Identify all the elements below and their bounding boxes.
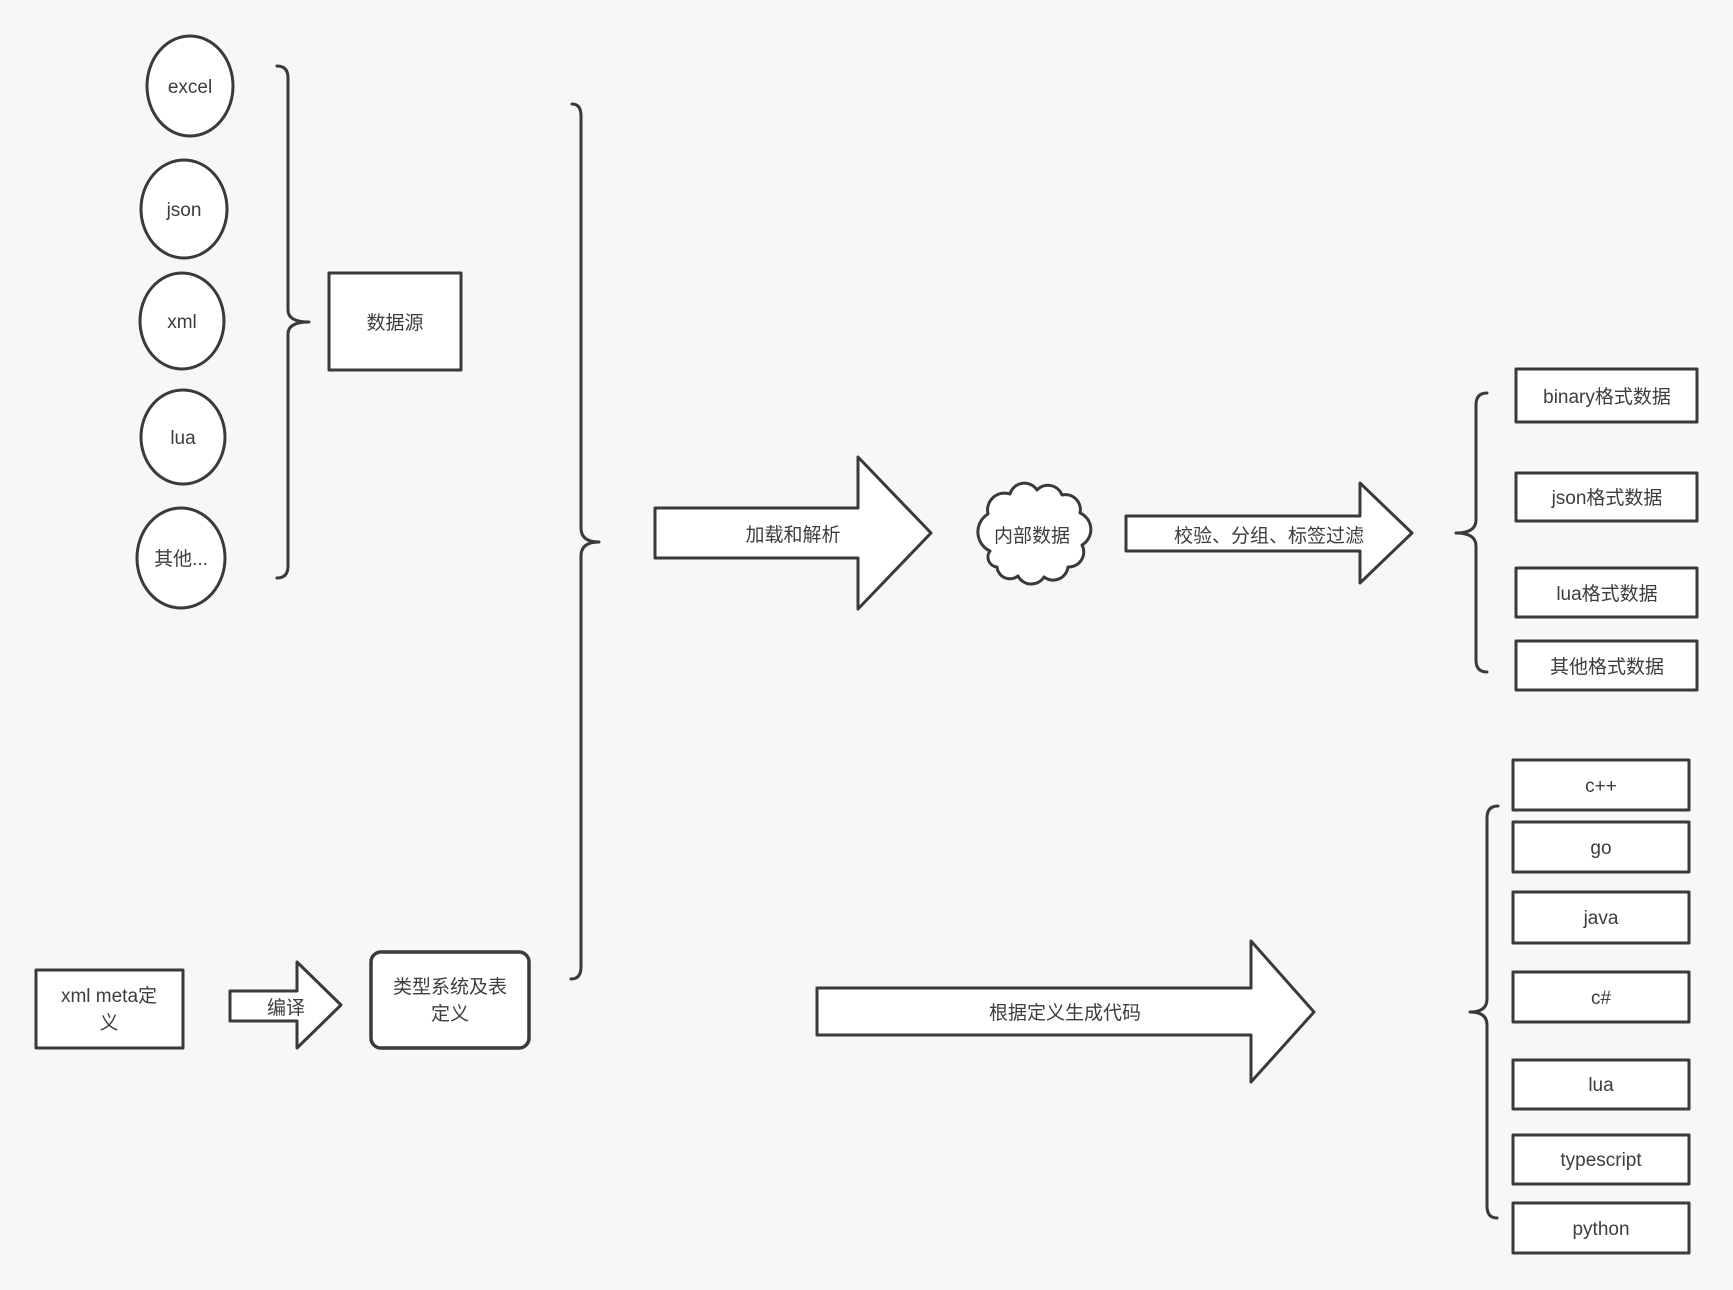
filter-arrow: 校验、分组、标签过滤 xyxy=(1124,481,1414,585)
lang-box-java: java xyxy=(1511,890,1691,945)
sources-brace xyxy=(275,64,311,580)
compile-arrow: 编译 xyxy=(228,960,343,1050)
output-box-other-shape xyxy=(1514,639,1699,692)
type-system-box-line2: 定义 xyxy=(431,1003,469,1025)
lang-box-python-shape xyxy=(1511,1201,1691,1255)
source-label-excel: excel xyxy=(168,77,212,98)
lang-box-python: python xyxy=(1511,1201,1691,1255)
lang-box-go: go xyxy=(1511,820,1691,874)
type-system-box-line1: 类型系统及表 xyxy=(393,976,507,998)
output-box-json-label: json格式数据 xyxy=(1551,487,1663,509)
load-parse-arrow-label: 加载和解析 xyxy=(745,524,840,546)
pipeline-brace xyxy=(569,102,601,981)
output-box-json: json格式数据 xyxy=(1514,471,1699,523)
lang-box-csharp-shape xyxy=(1511,970,1691,1024)
lang-box-typescript-shape xyxy=(1511,1133,1691,1186)
output-box-lua-label: lua格式数据 xyxy=(1556,583,1657,605)
filter-arrow-label: 校验、分组、标签过滤 xyxy=(1174,525,1364,547)
type-system-box: 类型系统及表 定义 xyxy=(369,950,531,1050)
load-parse-arrow-shape xyxy=(653,455,933,611)
output-box-json-shape xyxy=(1514,471,1699,523)
codegen-arrow-label: 根据定义生成代码 xyxy=(989,1002,1141,1024)
xml-meta-box-shape xyxy=(34,968,185,1050)
lang-box-csharp: c# xyxy=(1511,970,1691,1024)
lang-box-cpp: c++ xyxy=(1511,758,1691,812)
json-ellipse-shape xyxy=(139,158,229,260)
xml-ellipse-shape xyxy=(138,271,226,371)
output-boxes-group: binary格式数据 json格式数据 lua格式数据 其他格式数据 xyxy=(1514,367,1699,692)
lang-box-lua-shape xyxy=(1511,1058,1691,1111)
lang-box-java-label: java xyxy=(1583,908,1619,929)
compile-arrow-label: 编译 xyxy=(267,997,305,1019)
lang-box-cpp-shape xyxy=(1511,758,1691,812)
output-box-binary: binary格式数据 xyxy=(1514,367,1699,424)
internal-data-cloud: 内部数据 xyxy=(976,481,1093,586)
lang-box-java-shape xyxy=(1511,890,1691,945)
output-box-lua: lua格式数据 xyxy=(1514,566,1699,619)
source-label-xml: xml xyxy=(167,312,197,333)
output-box-binary-label: binary格式数据 xyxy=(1543,386,1671,408)
other-ellipse-shape xyxy=(135,506,227,610)
load-parse-arrow: 加载和解析 xyxy=(653,455,933,611)
internal-data-label: 内部数据 xyxy=(994,525,1070,547)
source-label-json: json xyxy=(166,200,202,221)
xml-meta-box-line1: xml meta定 xyxy=(61,985,157,1007)
lang-box-go-shape xyxy=(1511,820,1691,874)
languages-brace xyxy=(1468,804,1500,1220)
datasource-box-label: 数据源 xyxy=(366,312,423,334)
lang-box-cpp-label: c++ xyxy=(1585,776,1617,797)
language-boxes-group: c++ go java c# lua typescript python xyxy=(1511,758,1691,1255)
xml-meta-box: xml meta定 义 xyxy=(34,968,185,1050)
source-ellipse-excel: excel xyxy=(145,34,235,138)
lang-box-typescript: typescript xyxy=(1511,1133,1691,1186)
lang-box-go-label: go xyxy=(1590,838,1611,859)
lang-box-python-label: python xyxy=(1572,1219,1629,1240)
source-nodes-group: excel json xml lua 其他... xyxy=(135,34,235,610)
xml-meta-box-line2: 义 xyxy=(99,1012,118,1034)
datasource-box-shape xyxy=(327,271,463,372)
lang-box-lua: lua xyxy=(1511,1058,1691,1111)
output-box-other-label: 其他格式数据 xyxy=(1550,656,1664,678)
datasource-box: 数据源 xyxy=(327,271,463,372)
source-label-lua: lua xyxy=(170,428,196,449)
source-ellipse-xml: xml xyxy=(138,271,226,371)
compile-arrow-shape xyxy=(228,960,343,1050)
source-ellipse-json: json xyxy=(139,158,229,260)
source-label-other: 其他... xyxy=(154,548,208,570)
filter-arrow-shape xyxy=(1124,481,1414,585)
lang-box-typescript-label: typescript xyxy=(1560,1150,1642,1171)
codegen-arrow: 根据定义生成代码 xyxy=(815,939,1316,1084)
lang-box-lua-label: lua xyxy=(1588,1075,1614,1096)
type-system-box-shape xyxy=(369,950,531,1050)
excel-ellipse-shape xyxy=(145,34,235,138)
source-ellipse-lua: lua xyxy=(139,388,227,486)
output-box-binary-shape xyxy=(1514,367,1699,424)
codegen-arrow-shape xyxy=(815,939,1316,1084)
output-box-other: 其他格式数据 xyxy=(1514,639,1699,692)
lang-box-csharp-label: c# xyxy=(1591,988,1612,1009)
source-ellipse-other: 其他... xyxy=(135,506,227,610)
lua-ellipse-shape xyxy=(139,388,227,486)
outputs-brace xyxy=(1454,391,1489,674)
cloud-shape xyxy=(976,481,1093,586)
output-box-lua-shape xyxy=(1514,566,1699,619)
